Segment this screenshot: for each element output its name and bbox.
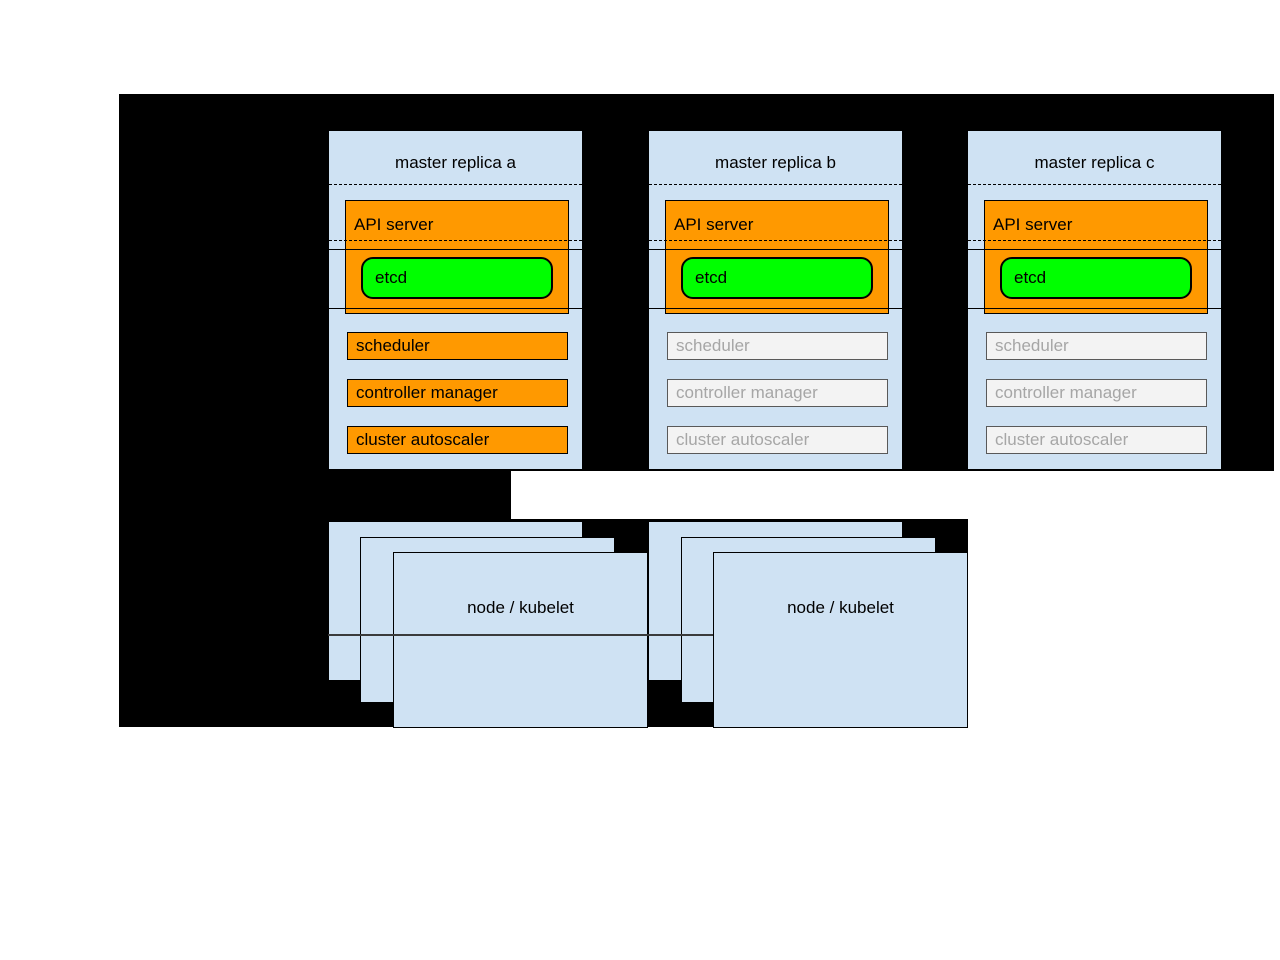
api-server-label: API server	[993, 215, 1073, 234]
scheduler-box: scheduler	[667, 332, 888, 360]
title-separator-dashed	[649, 184, 902, 185]
api-server-box: API server etcd	[984, 200, 1208, 314]
api-server-label: API server	[354, 215, 434, 234]
node-separator-line	[328, 634, 648, 636]
api-server-box: API server etcd	[665, 200, 889, 314]
master-replica-a-title: master replica a	[395, 153, 516, 172]
background-panel-middle-left	[119, 471, 511, 519]
controller-manager-box: controller manager	[347, 379, 568, 407]
etcd-separator-top	[968, 249, 1221, 250]
title-separator-dashed	[329, 184, 582, 185]
scheduler-box: scheduler	[347, 332, 568, 360]
node-box-front: node / kubelet	[713, 552, 968, 728]
cluster-autoscaler-box: cluster autoscaler	[347, 426, 568, 454]
api-separator-dashed	[649, 240, 902, 241]
master-replica-c-box: master replica c API server etcd schedul…	[967, 130, 1222, 470]
scheduler-box: scheduler	[986, 332, 1207, 360]
etcd-box: etcd	[681, 257, 873, 299]
node-separator-line	[648, 634, 713, 636]
master-replica-b-box: master replica b API server etcd schedul…	[648, 130, 903, 470]
api-separator-dashed	[329, 240, 582, 241]
title-separator-dashed	[968, 184, 1221, 185]
master-replica-a-box: master replica a API server etcd schedul…	[328, 130, 583, 470]
node-kubelet-label: node / kubelet	[467, 598, 574, 617]
master-replica-c-title: master replica c	[1034, 153, 1155, 172]
controller-manager-box: controller manager	[986, 379, 1207, 407]
cluster-autoscaler-box: cluster autoscaler	[667, 426, 888, 454]
etcd-separator-bottom	[968, 308, 1221, 309]
api-server-box: API server etcd	[345, 200, 569, 314]
etcd-box: etcd	[1000, 257, 1192, 299]
node-kubelet-label: node / kubelet	[787, 598, 894, 617]
node-box-front: node / kubelet	[393, 552, 648, 728]
master-replica-b-title: master replica b	[715, 153, 836, 172]
cluster-autoscaler-box: cluster autoscaler	[986, 426, 1207, 454]
etcd-separator-bottom	[329, 308, 582, 309]
controller-manager-box: controller manager	[667, 379, 888, 407]
etcd-separator-top	[649, 249, 902, 250]
etcd-separator-bottom	[649, 308, 902, 309]
api-separator-dashed	[968, 240, 1221, 241]
api-server-label: API server	[674, 215, 754, 234]
etcd-separator-top	[329, 249, 582, 250]
etcd-box: etcd	[361, 257, 553, 299]
